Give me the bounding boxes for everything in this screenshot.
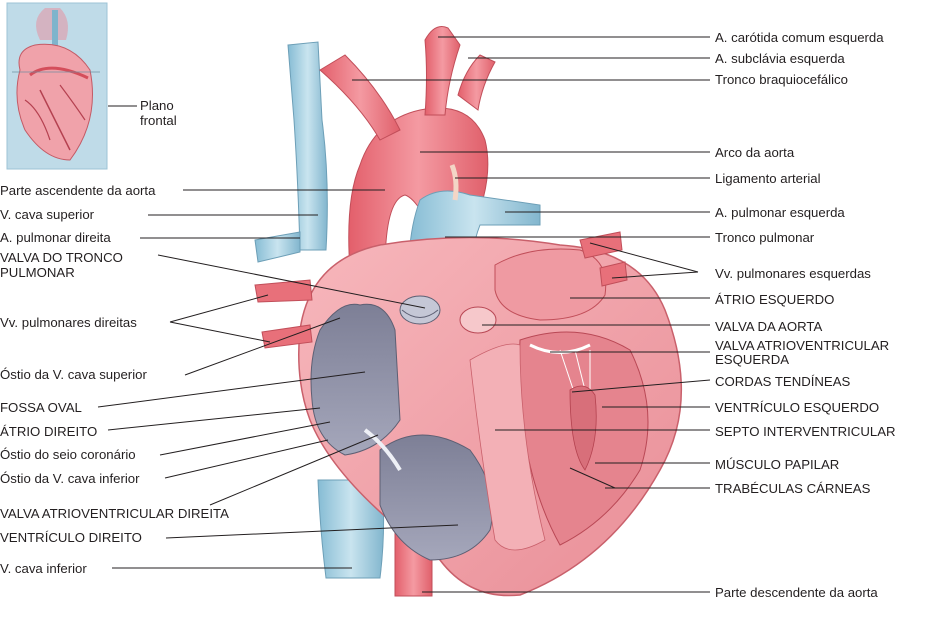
right-atrium-interior: [310, 303, 401, 456]
label-trabeculae-carneae: TRABÉCULAS CÁRNEAS: [715, 481, 871, 496]
superior-vena-cava: [287, 41, 328, 251]
inset-frontal-plane: [6, 2, 108, 170]
inset-caption: Plano frontal: [140, 98, 200, 128]
label-svc-ostium: Óstio da V. cava superior: [0, 367, 147, 382]
right-pulmonary-artery: [254, 231, 301, 263]
label-descending-aorta: Parte descendente da aorta: [715, 585, 878, 600]
label-pulmonary-trunk: Tronco pulmonar: [715, 230, 815, 245]
label-right-pulmonary-veins: Vv. pulmonares direitas: [0, 315, 137, 330]
label-brachiocephalic-trunk: Tronco braquiocefálico: [715, 72, 848, 87]
label-chordae-tendineae: CORDAS TENDÍNEAS: [715, 374, 851, 389]
label-left-pulmonary-veins: Vv. pulmonares esquerdas: [715, 266, 871, 281]
label-left-common-carotid: A. carótida comum esquerda: [715, 30, 884, 45]
tricuspid-valve: [363, 428, 402, 472]
label-inferior-vena-cava: V. cava inferior: [0, 561, 87, 576]
label-right-ventricle: VENTRÍCULO DIREITO: [0, 530, 142, 545]
label-pulmonary-valve: VALVA DO TRONCO PULMONAR: [0, 250, 123, 280]
brachiocephalic-trunk: [319, 54, 401, 141]
ligamentum-arteriosum: [449, 164, 459, 201]
label-right-pulmonary-artery: A. pulmonar direita: [0, 230, 111, 245]
inset-caption-text: Plano frontal: [140, 98, 177, 128]
label-left-pulmonary-artery: A. pulmonar esquerda: [715, 205, 845, 220]
left-subclavian: [457, 54, 496, 111]
label-left-subclavian: A. subclávia esquerda: [715, 51, 845, 66]
label-right-atrium: ÁTRIO DIREITO: [0, 424, 98, 439]
left-pulmonary-veins: [579, 231, 628, 287]
label-aortic-valve: VALVA DA AORTA: [715, 319, 823, 334]
leader-lines: [97, 36, 711, 593]
label-mitral-valve: VALVA ATRIOVENTRICULAR ESQUERDA: [715, 338, 890, 367]
label-papillary-muscle: MÚSCULO PAPILAR: [715, 457, 840, 472]
chordae-tendineae: [559, 349, 591, 396]
interventricular-septum: [469, 343, 546, 551]
label-superior-vena-cava: V. cava superior: [0, 207, 95, 222]
label-tricuspid-valve: VALVA ATRIOVENTRICULAR DIREITA: [0, 506, 229, 521]
label-ivc-ostium: Óstio da V. cava inferior: [0, 471, 140, 486]
label-fossa-ovalis: FOSSA OVAL: [0, 400, 82, 415]
aortic-valve: [459, 306, 497, 334]
label-left-ventricle: VENTRÍCULO ESQUERDO: [715, 400, 880, 415]
left-common-carotid: [424, 26, 461, 116]
pulmonary-valve: [399, 295, 441, 325]
label-ligamentum-arteriosum: Ligamento arterial: [715, 171, 821, 186]
left-atrium-interior: [494, 248, 607, 321]
right-pulmonary-veins: [254, 279, 313, 349]
label-aortic-arch: Arco da aorta: [715, 145, 795, 160]
right-ventricle-interior: [379, 434, 493, 561]
label-coronary-sinus-ostium: Óstio do seio coronário: [0, 447, 136, 462]
label-interventricular-septum: SEPTO INTERVENTRICULAR: [715, 424, 896, 439]
papillary-muscle: [569, 385, 597, 471]
label-left-atrium: ÁTRIO ESQUERDO: [715, 292, 835, 307]
label-ascending-aorta: Parte ascendente da aorta: [0, 183, 156, 198]
